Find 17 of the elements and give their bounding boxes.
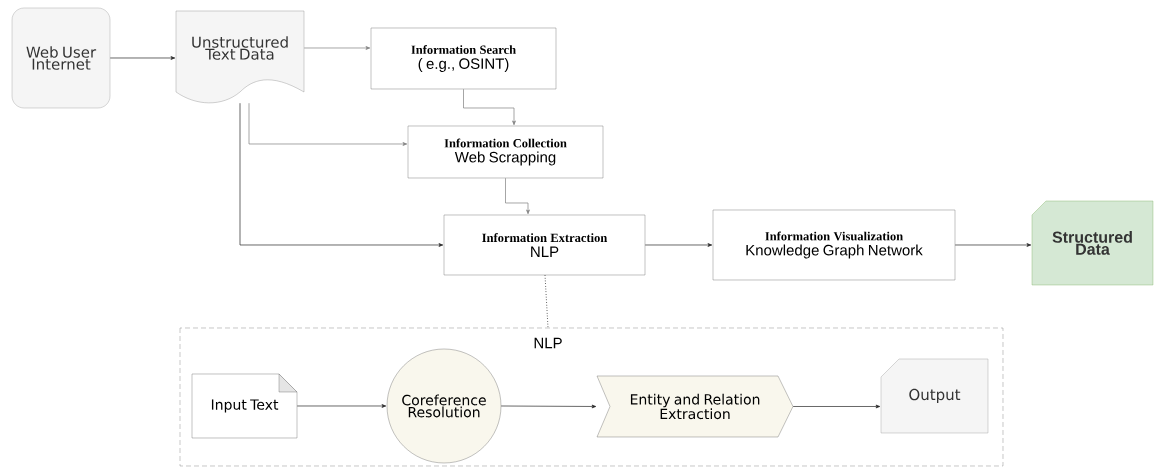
rounded-box: Web User Internet [11, 7, 111, 109]
connector-line [544, 274, 549, 329]
arrow [109, 56, 176, 60]
arrow [792, 404, 881, 409]
process-box: Information Extraction NLP [443, 214, 646, 276]
process-box: Information Search ( e.g., OSINT) [370, 27, 557, 90]
arrow [248, 102, 408, 146]
arrow [644, 243, 713, 247]
process-box: Information Visualization Knowledge Graph Network [712, 209, 956, 281]
arrow [239, 102, 444, 247]
arrow [303, 46, 371, 50]
arrow [296, 404, 387, 408]
arrow [505, 177, 530, 215]
arrow [500, 404, 597, 409]
arrow [463, 88, 516, 126]
arrow [954, 243, 1032, 247]
process-box: Information Collection Web Scrapping [407, 125, 604, 179]
